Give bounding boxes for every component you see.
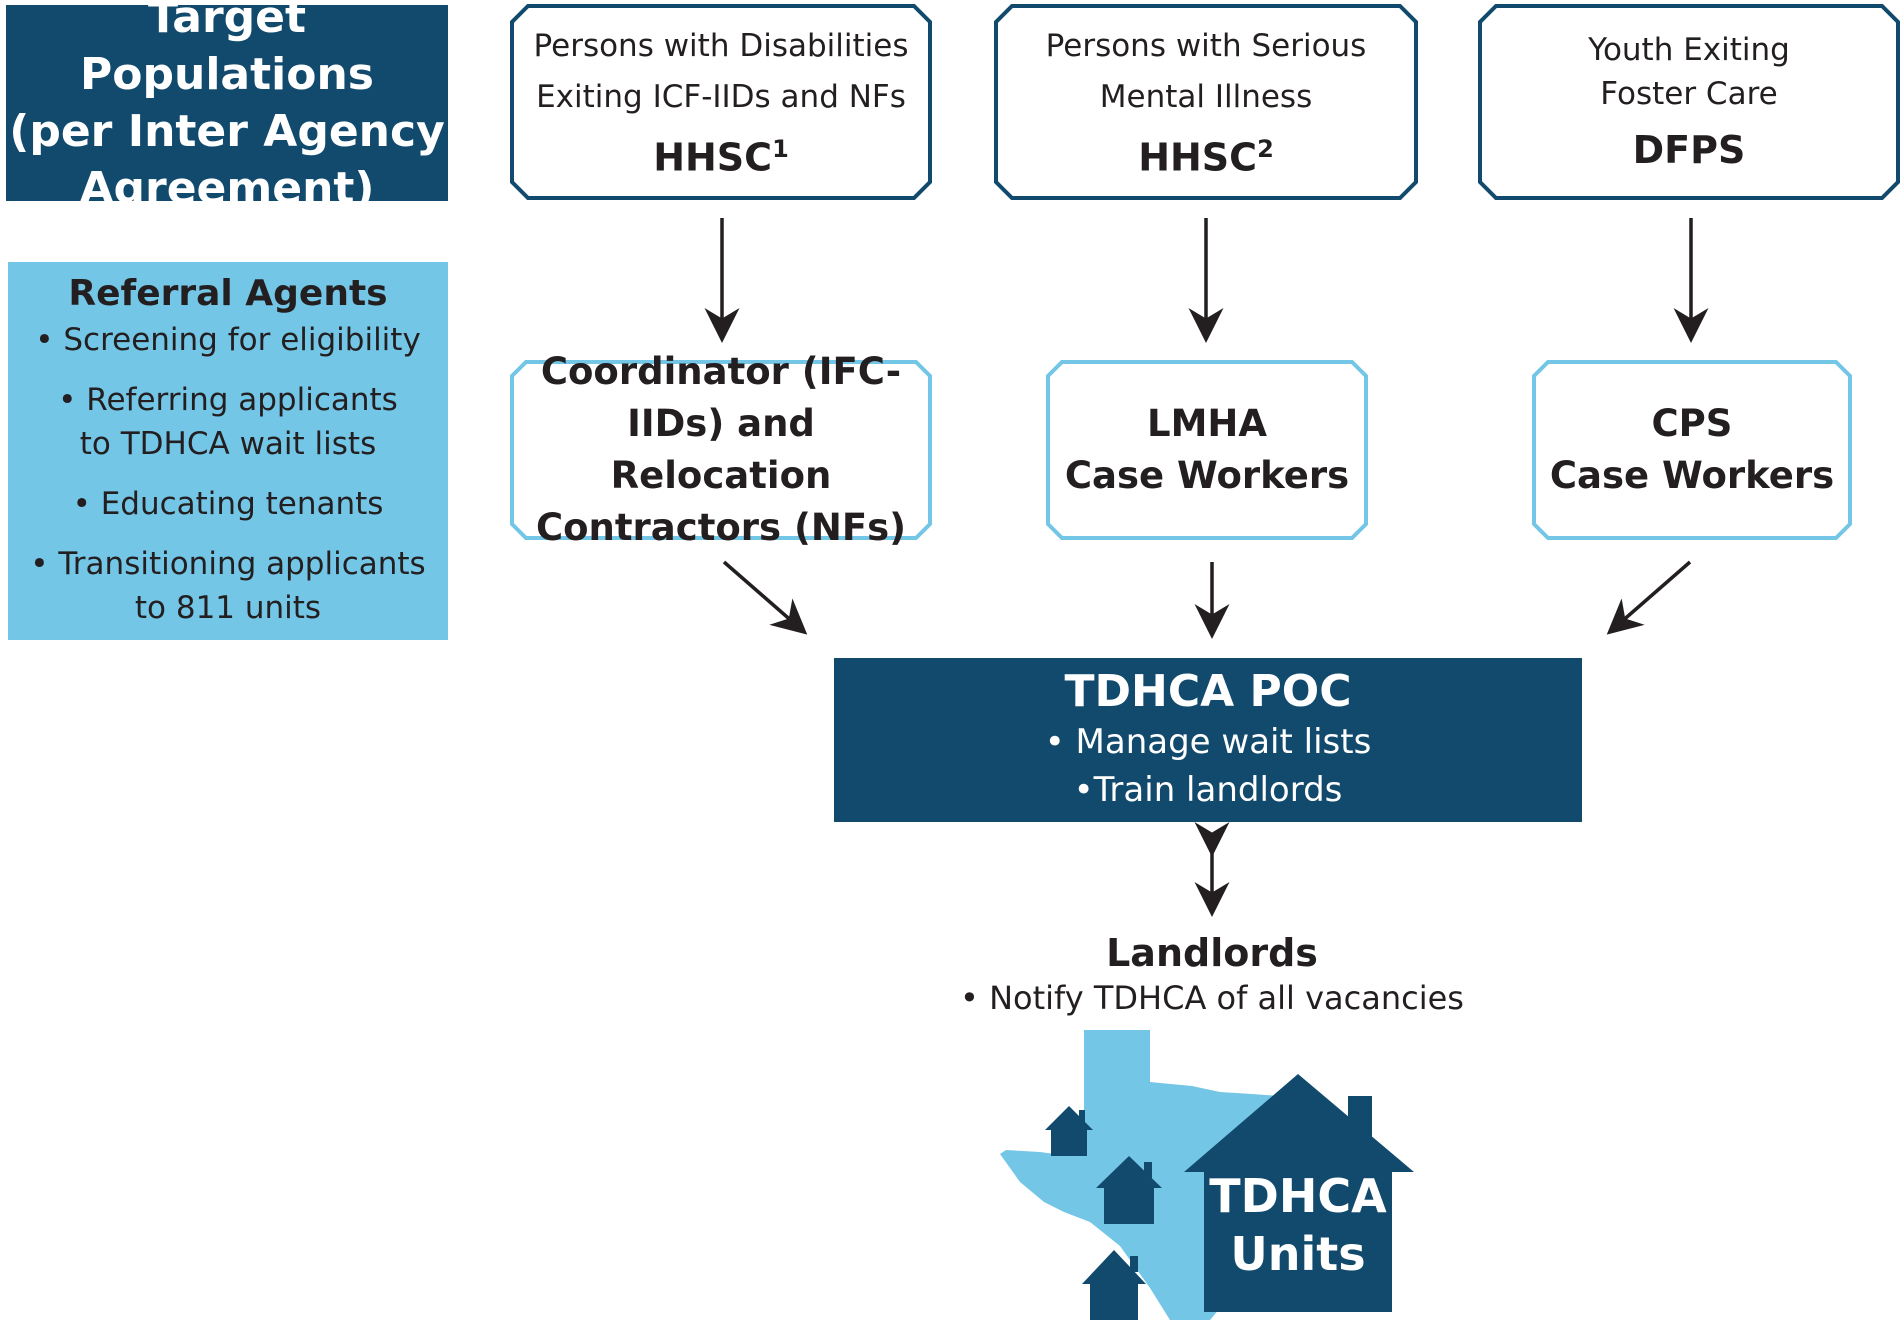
referral-agents-item-line: • Educating tenants [72,486,384,522]
referral-agents-item-line: to TDHCA wait lists [79,426,377,462]
agency-footnote: 1 [772,134,789,163]
population-line: Exiting ICF-IIDs and NFs [536,78,906,115]
landlords-title: Landlords [1106,931,1318,975]
population-line: Persons with Disabilities [533,27,909,64]
agency-name: HHSC [1138,135,1258,180]
house-icon [1096,1156,1162,1224]
population-agency: HHSC2 [1138,123,1274,184]
referral-agents-item-referring: • Referring applicants to TDHCA wait lis… [58,378,398,466]
referral-agents-item-line: to 811 units [134,590,322,626]
target-populations-box: Target Populations (per Inter Agency Agr… [6,0,448,214]
target-populations-title-line-2: (per Inter Agency [9,106,445,157]
referral-box-line: IIDs) and Relocation [610,402,832,497]
population-line: Youth Exiting [1588,32,1790,68]
population-line: Foster Care [1600,76,1778,112]
referral-agents-item-educating: • Educating tenants [73,482,384,526]
house-icon [1045,1106,1093,1156]
referral-box-cps: CPS Case Workers [1534,362,1850,538]
referral-box-line: Case Workers [1064,454,1350,497]
referral-box-line: Coordinator (IFC- [540,350,902,393]
referral-agents-title: Referral Agents [68,273,388,314]
population-box-foster-care: Youth Exiting Foster Care DFPS [1480,6,1898,198]
agency-name: DFPS [1632,128,1746,172]
referral-box-line: CPS [1651,402,1733,445]
house-icon [1082,1250,1146,1320]
target-populations-title-line-3: Agreement) [79,163,375,214]
referral-agents-item-line: • Screening for eligibility [35,322,421,358]
referral-agents-item-line: • Referring applicants [58,382,398,418]
referral-box-line: LMHA [1147,402,1267,445]
texas-map-graphic [1000,1030,1414,1320]
population-line: Mental Illness [1099,78,1313,115]
population-agency: HHSC1 [653,123,789,184]
referral-agents-item-screening: • Screening for eligibility [35,318,421,362]
referral-box-coordinator: Coordinator (IFC- IIDs) and Relocation C… [512,350,930,549]
arrow-coordinator-to-poc [722,560,808,635]
tdhca-units-line: TDHCA [1209,1169,1387,1223]
population-box-mental-illness: Persons with Serious Mental Illness HHSC… [996,6,1416,198]
tdhca-units-label: TDHCA Units [1204,1160,1392,1290]
tdhca-poc-item: •Train landlords [1073,770,1343,810]
referral-agents-box: Referral Agents • Screening for eligibil… [8,262,448,640]
population-agency: DFPS [1633,124,1746,176]
large-house-icon [1184,1074,1414,1312]
referral-box-lmha: LMHA Case Workers [1048,362,1366,538]
population-line: Persons with Serious [1045,27,1367,64]
tdhca-poc-item: • Manage wait lists [1044,722,1372,762]
agency-name: HHSC [653,135,773,180]
tdhca-units-line: Units [1230,1227,1366,1281]
arrow-cps-to-poc [1606,560,1692,635]
referral-box-line: Contractors (NFs) [535,506,907,549]
agency-footnote: 2 [1257,134,1274,163]
landlords-item: • Notify TDHCA of all vacancies [960,979,1464,1017]
target-populations-title-line-1: Target Populations [80,0,374,100]
tdhca-poc-title: TDHCA POC [1064,666,1352,717]
referral-agents-item-line: • Transitioning applicants [30,546,426,582]
landlords-section: Landlords • Notify TDHCA of all vacancie… [812,930,1612,1030]
referral-box-line: Case Workers [1549,454,1835,497]
referral-agents-item-transitioning: • Transitioning applicants to 811 units [30,542,425,630]
population-box-disabilities: Persons with Disabilities Exiting ICF-II… [512,6,930,198]
tdhca-poc-box: TDHCA POC • Manage wait lists •Train lan… [834,658,1582,822]
